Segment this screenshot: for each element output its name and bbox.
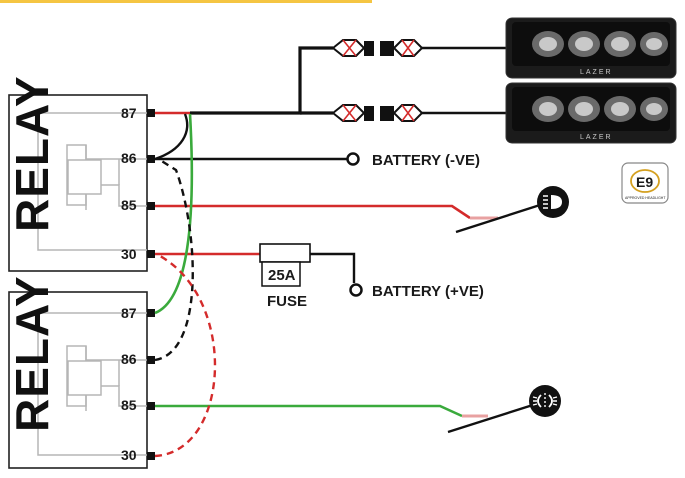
- light-bar-bottom: LAZER: [505, 82, 677, 144]
- fuse-label: FUSE: [267, 293, 307, 310]
- fog-switch-arm: [447, 402, 537, 434]
- fog-light-icon: [529, 385, 561, 417]
- relay-top-pin-30: 30: [121, 246, 137, 262]
- battery-neg-terminal: [346, 152, 360, 166]
- wire-86-bottom-dashed-black: [154, 158, 194, 362]
- wire-30-bottom-dashed-red: [154, 254, 217, 458]
- relay-top-pin-87: 87: [121, 105, 137, 121]
- relay-top-pin-85: 85: [121, 197, 137, 213]
- lamp-harness: [190, 46, 333, 115]
- headlight-switch-arm: [455, 203, 541, 234]
- relay-top-pin-86: 86: [121, 150, 137, 166]
- lamp-connector-bottom: [331, 104, 506, 122]
- battery-neg-label: BATTERY (-VE): [372, 152, 480, 169]
- relay-bottom-pin-30: 30: [121, 447, 137, 463]
- fuse-rating-label: 25A: [268, 267, 296, 284]
- relay-top-title: RELAY: [6, 75, 58, 232]
- wire-fuse-to-battery-pos: [310, 252, 356, 283]
- wire-86-to-87-black: [154, 113, 189, 161]
- e9-badge-caption: APPROVED HEADLIGHT: [625, 196, 666, 200]
- relay-top: RELAY 87 86 85 30: [6, 75, 155, 272]
- e9-badge-mark: E9: [636, 174, 653, 190]
- wire-87-bottom-green: [154, 113, 194, 315]
- fuse-rating-box: [261, 261, 301, 287]
- header-accent-bar: [0, 0, 372, 3]
- headlight-high-beam-icon: [537, 186, 569, 218]
- relay-bottom-pin-85: 85: [121, 397, 137, 413]
- battery-pos-terminal: [349, 283, 363, 297]
- wire-85-bottom-green: [155, 404, 463, 418]
- relay-bottom: RELAY 87 86 85 30: [6, 275, 155, 469]
- light-bar-top-brand: LAZER: [580, 69, 613, 76]
- light-bar-bottom-brand: LAZER: [580, 134, 613, 141]
- wire-85-to-headlight-switch: [155, 204, 471, 220]
- fuse-body: [259, 243, 311, 263]
- battery-pos-label: BATTERY (+VE): [372, 283, 484, 300]
- relay-bottom-title: RELAY: [6, 275, 58, 432]
- e9-approval-badge-icon: E9 APPROVED HEADLIGHT: [621, 162, 669, 204]
- light-bar-top: LAZER: [505, 17, 677, 79]
- relay-bottom-pin-86: 86: [121, 351, 137, 367]
- relay-bottom-pin-87: 87: [121, 305, 137, 321]
- lamp-connector-top: [331, 39, 506, 57]
